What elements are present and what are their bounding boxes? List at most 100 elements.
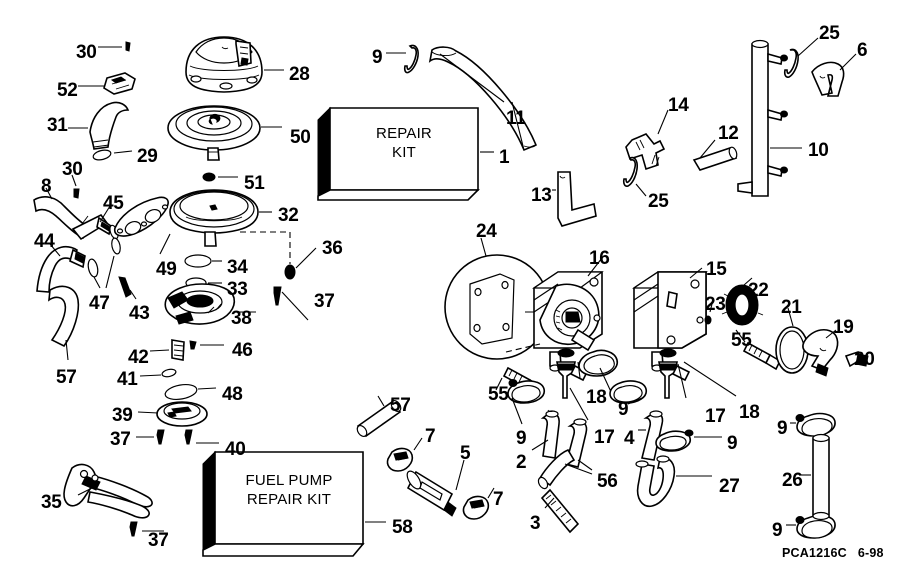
part-37-screw-center (273, 286, 309, 321)
callout-number-5: 5 (460, 443, 471, 464)
callout-number-12: 12 (718, 123, 739, 144)
part-2-hose (531, 409, 560, 459)
callout-number-30: 30 (62, 159, 83, 180)
callout-number-48: 48 (222, 384, 243, 405)
part-37-screw-pair (136, 429, 165, 445)
part-39-plate (137, 401, 208, 427)
callout-number-15: 15 (706, 259, 727, 280)
callout-number-19: 19 (833, 317, 854, 338)
part-45-fitting (71, 205, 119, 241)
part-17-18-valve-left (507, 348, 619, 425)
part-42-plug (149, 339, 185, 361)
callout-number-7: 7 (493, 489, 504, 510)
callout-number-13: 13 (531, 185, 552, 206)
part-17-18-valve-right (609, 348, 737, 405)
callout-number-22: 22 (748, 280, 769, 301)
part-32-bowl (169, 189, 272, 247)
callout-number-28: 28 (289, 64, 310, 85)
callout-number-9: 9 (777, 418, 788, 439)
part-6-bracket (811, 53, 857, 97)
callout-number-9: 9 (372, 47, 383, 68)
part-36-plug (240, 231, 317, 280)
part-5-filter (406, 459, 465, 517)
part-28-cover (185, 36, 284, 93)
callout-number-57: 57 (390, 395, 411, 416)
part-38-body (164, 283, 256, 325)
part-55-bolt-right (735, 329, 782, 371)
part-43-pin (118, 276, 137, 300)
callout-number-39: 39 (112, 405, 133, 426)
part-37-screw-bottom (129, 521, 164, 537)
repair-kit-box-art (317, 106, 494, 201)
fuel-pump-repair-kit-label: FUEL PUMP REPAIR KIT (245, 472, 333, 508)
part-47-orings (87, 237, 121, 289)
callout-number-7: 7 (425, 426, 436, 447)
callout-number-9: 9 (772, 520, 783, 541)
part-9-clamp-lower-right (786, 514, 836, 539)
callout-number-30: 30 (76, 42, 97, 63)
callout-number-8: 8 (41, 176, 52, 197)
part-25-clamp-top (783, 37, 819, 78)
callout-number-17: 17 (705, 406, 726, 427)
part-9-clamp-top (386, 44, 419, 74)
part-9-clamp-mid (655, 429, 722, 452)
part-40-screw (184, 429, 219, 445)
callout-number-25: 25 (819, 23, 840, 44)
part-14-tee-fitting (625, 109, 669, 171)
callout-number-55: 55 (488, 384, 509, 405)
part-10-rail (737, 39, 802, 197)
callout-number-37: 37 (110, 429, 131, 450)
callout-number-16: 16 (589, 248, 610, 269)
callout-number-57: 57 (56, 367, 77, 388)
callout-number-14: 14 (668, 95, 689, 116)
callout-number-42: 42 (128, 347, 149, 368)
callout-number-33: 33 (227, 279, 248, 300)
callout-number-36: 36 (322, 238, 343, 259)
callout-number-51: 51 (244, 173, 265, 194)
callout-number-9: 9 (516, 428, 527, 449)
part-27-u-hose (635, 455, 712, 508)
callout-number-1: 1 (499, 147, 510, 168)
callout-number-10: 10 (808, 140, 829, 161)
callout-number-3: 3 (530, 513, 541, 534)
callout-number-18: 18 (586, 387, 607, 408)
part-30-screw-top (98, 41, 131, 52)
part-25-clamp-center (622, 156, 647, 197)
callout-number-34: 34 (227, 257, 248, 278)
part-52-clamp (78, 72, 136, 95)
part-12-sleeve (692, 139, 738, 171)
part-15-fuel-pump-right (632, 267, 708, 372)
callout-number-47: 47 (89, 293, 110, 314)
callout-number-17: 17 (594, 427, 615, 448)
callout-number-41: 41 (117, 369, 138, 390)
part-23-plug (704, 303, 713, 325)
callout-number-20: 20 (854, 349, 875, 370)
callout-number-18: 18 (739, 402, 760, 423)
part-19-float (802, 329, 839, 377)
part-16-fuel-pump-left (532, 257, 604, 372)
callout-number-9: 9 (727, 433, 738, 454)
callout-number-55: 55 (731, 330, 752, 351)
callout-number-23: 23 (705, 294, 726, 315)
callout-number-58: 58 (392, 517, 413, 538)
callout-number-56: 56 (597, 471, 618, 492)
callout-number-9: 9 (618, 399, 629, 420)
part-34-oring (184, 254, 222, 268)
callout-number-43: 43 (129, 303, 150, 324)
callout-number-29: 29 (137, 146, 158, 167)
callout-number-45: 45 (103, 193, 124, 214)
part-31-hose (68, 101, 130, 150)
callout-number-37: 37 (314, 291, 335, 312)
callout-number-38: 38 (231, 308, 252, 329)
callout-number-49: 49 (156, 259, 177, 280)
part-30-screw-lower (71, 174, 80, 199)
callout-number-37: 37 (148, 530, 169, 551)
part-11-hose (428, 46, 538, 152)
part-41-oring (139, 368, 177, 378)
callout-number-25: 25 (648, 191, 669, 212)
callout-number-11: 11 (506, 108, 526, 129)
part-22-impeller (721, 277, 764, 326)
callout-number-52: 52 (57, 80, 78, 101)
